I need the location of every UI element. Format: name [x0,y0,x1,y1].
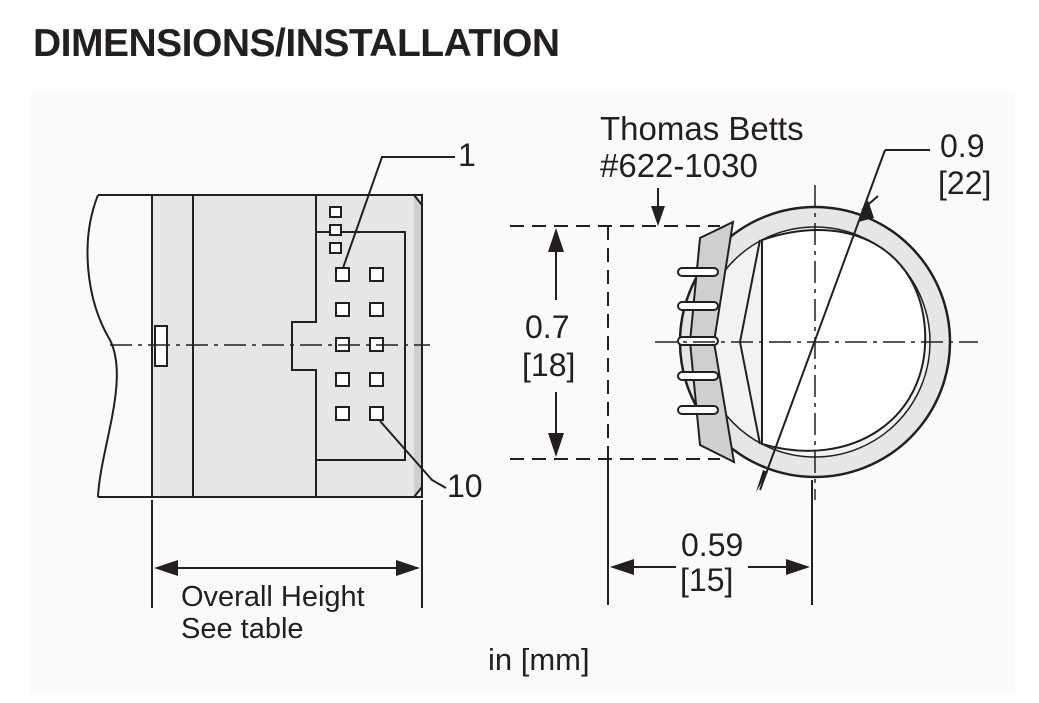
pin [369,302,384,317]
see-table-label: See table [181,613,304,645]
key-slots [329,206,342,254]
locating-tab [154,325,168,367]
pin-10 [369,406,384,421]
diameter-line [759,149,886,491]
end-view [510,149,978,605]
connector-name: Thomas Betts [600,110,804,147]
pin [369,267,384,282]
callout-pin-10: 10 [447,468,483,504]
side-view [86,156,455,608]
pin-grid [335,267,384,421]
pin-1 [335,267,350,282]
offset-mm: [15] [680,562,733,598]
housing-bevel [413,194,423,498]
break-line [86,194,118,498]
leader-pin-10 [379,420,447,489]
height-inch: 0.7 [525,309,569,345]
pin [335,372,350,387]
diameter-inch: 0.9 [940,128,984,164]
pin [335,302,350,317]
callout-pin-1: 1 [458,137,476,173]
offset-inch: 0.59 [681,527,743,563]
height-mm: [18] [522,347,575,383]
pin [369,372,384,387]
overall-height-label: Overall Height [181,581,365,613]
units-label: in [mm] [488,642,590,677]
connector-part-number: #622-1030 [600,147,758,184]
diameter-mm: [22] [938,165,991,201]
connector-outline [315,195,406,497]
end-pins [677,267,719,415]
face-plate [761,229,927,452]
pin [335,406,350,421]
leader-pin-1 [342,156,455,269]
page-title: DIMENSIONS/INSTALLATION [33,22,560,65]
